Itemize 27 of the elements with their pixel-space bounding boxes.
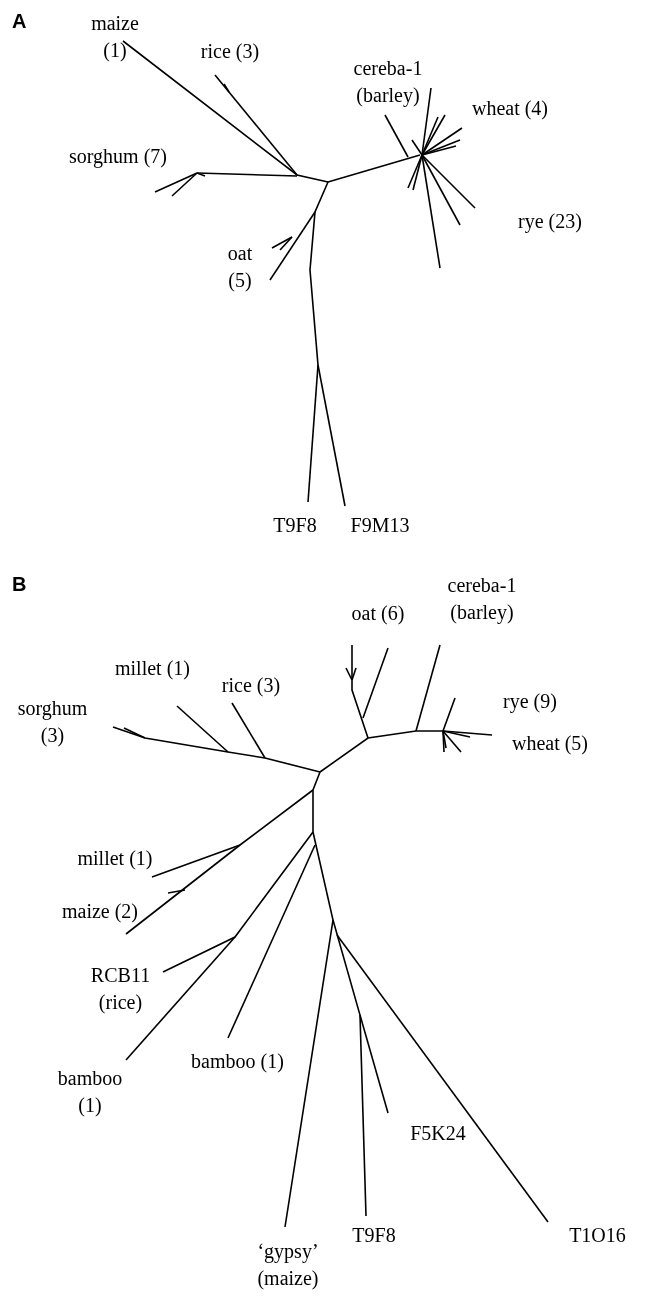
taxon-label: rice (3)	[220, 673, 282, 699]
taxon-label: cereba-1 (barley)	[446, 573, 518, 626]
taxon-label: ‘gypsy’ (maize)	[256, 1239, 320, 1292]
taxon-label: RCB11 (rice)	[89, 963, 152, 1016]
taxon-label: F9M13	[349, 513, 411, 538]
taxon-label: T1O16	[568, 1223, 627, 1248]
taxon-label: bamboo (1)	[190, 1049, 285, 1075]
taxon-label: rye (9)	[502, 689, 558, 715]
taxon-label: F5K24	[409, 1121, 467, 1146]
taxon-label: maize (2)	[60, 899, 140, 925]
taxon-label: wheat (5)	[510, 731, 590, 757]
taxon-label: rye (23)	[517, 209, 583, 235]
taxon-label: millet (1)	[115, 656, 190, 682]
taxon-label: sorghum (7)	[68, 144, 168, 170]
taxon-label: bamboo (1)	[56, 1066, 124, 1118]
taxon-label: oat (5)	[226, 241, 254, 293]
panel-letter: B	[12, 573, 28, 596]
taxon-label: T9F8	[351, 1223, 397, 1248]
taxon-label: oat (6)	[350, 601, 406, 627]
taxon-label: rice (3)	[199, 39, 261, 65]
panel-letter: A	[12, 10, 28, 33]
taxon-label: cereba-1 (barley)	[352, 56, 424, 109]
taxon-label: maize (1)	[90, 11, 140, 63]
taxon-label: millet (1)	[76, 846, 154, 872]
taxon-label: sorghum (3)	[16, 696, 89, 749]
taxon-label: T9F8	[272, 513, 318, 538]
taxon-label: wheat (4)	[470, 96, 550, 122]
